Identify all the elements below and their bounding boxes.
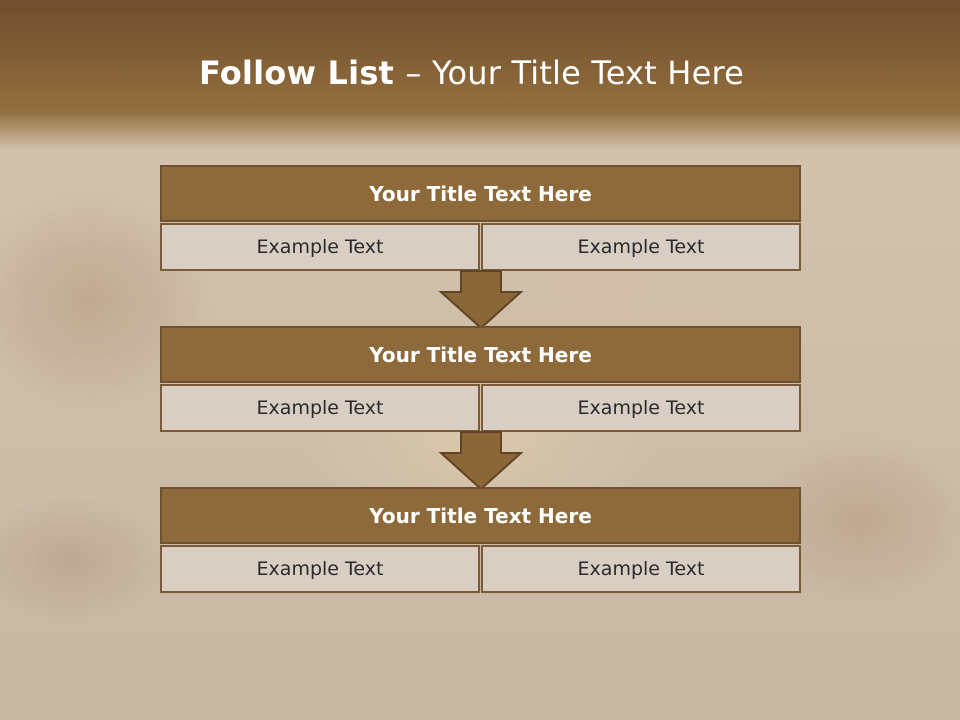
list-block-3: Your Title Text Here Example Text Exampl… [160, 487, 801, 593]
header-band [0, 0, 960, 150]
block-cell-left: Example Text [160, 384, 480, 432]
block-cell-right: Example Text [481, 384, 801, 432]
slide-title: Follow List – Your Title Text Here [0, 54, 943, 92]
down-arrow-icon [438, 431, 524, 491]
block-title: Your Title Text Here [160, 326, 801, 383]
list-block-1: Your Title Text Here Example Text Exampl… [160, 165, 801, 271]
block-cell-left: Example Text [160, 223, 480, 271]
down-arrow-icon [438, 270, 524, 330]
block-cell-right: Example Text [481, 223, 801, 271]
block-row: Example Text Example Text [160, 223, 801, 271]
block-row: Example Text Example Text [160, 545, 801, 593]
list-block-2: Your Title Text Here Example Text Exampl… [160, 326, 801, 432]
block-title: Your Title Text Here [160, 487, 801, 544]
block-cell-right: Example Text [481, 545, 801, 593]
slide-title-rest: – Your Title Text Here [405, 54, 744, 92]
block-title: Your Title Text Here [160, 165, 801, 222]
slide-title-strong: Follow List [198, 54, 406, 92]
block-row: Example Text Example Text [160, 384, 801, 432]
block-cell-left: Example Text [160, 545, 480, 593]
